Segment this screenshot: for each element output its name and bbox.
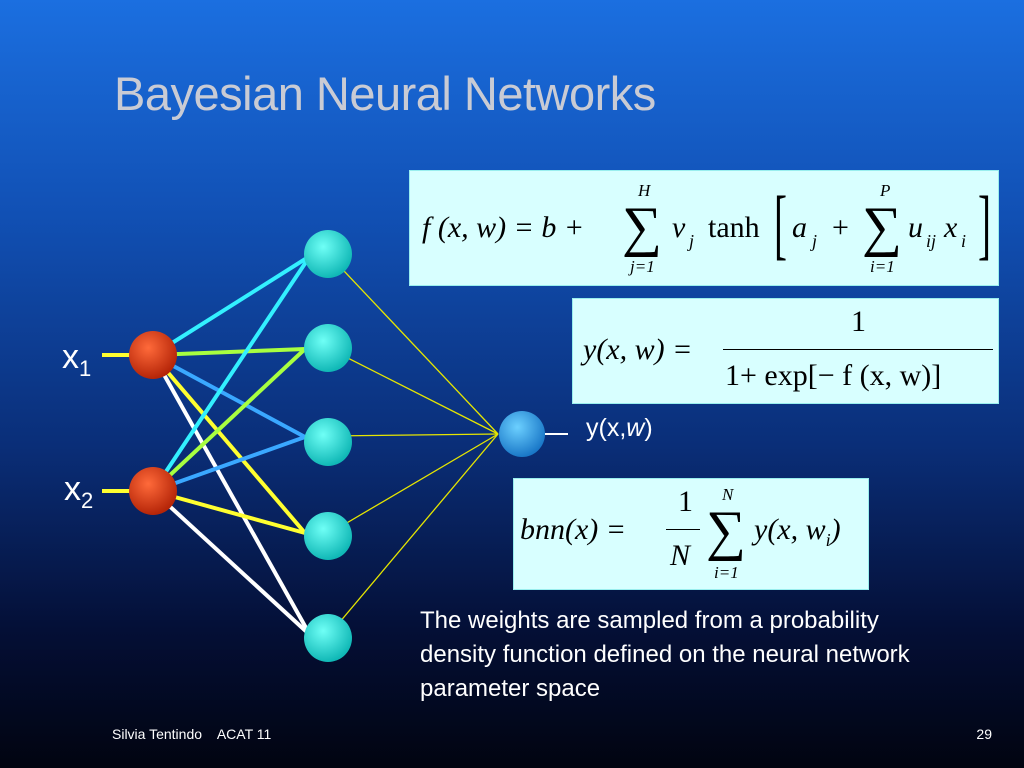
formula-bnn-sigma: ∑: [706, 500, 746, 562]
edge-h4-out: [327, 433, 499, 535]
input-node-x2: [129, 467, 177, 515]
footer-author-event: Silvia Tentindo ACAT 11: [112, 726, 271, 742]
formula-f-tanh: tanh: [708, 211, 760, 244]
edge-x2-h3: [152, 435, 306, 493]
formula-y-lhs: y(x, w) =: [583, 333, 693, 366]
formula-f-sum1-sigma: ∑: [622, 196, 662, 258]
hidden-node-4: [304, 512, 352, 560]
formula-f-u-sub: ij: [926, 231, 937, 251]
output-node: [499, 411, 545, 457]
formula-f-a-sub: j: [812, 231, 818, 251]
formula-y-denominator: 1+ exp[− f (x, w)]: [725, 359, 942, 392]
slide-number: 29: [976, 726, 992, 742]
formula-bnn-sum-top: N: [722, 485, 734, 504]
formula-f-x: x: [944, 211, 958, 244]
formula-y-box: y(x, w) = 1 1+ exp[− f (x, w)]: [572, 298, 999, 404]
formula-bnn-sum-bottom: i=1: [714, 563, 739, 582]
formula-f-sum1-bottom: j=1: [630, 257, 655, 276]
formula-y-fraction-bar: [723, 349, 993, 350]
formula-f-lhs: f (x, w) = b +: [422, 211, 585, 244]
hidden-node-3: [304, 418, 352, 466]
formula-bnn-denominator: N: [670, 539, 691, 572]
input-label-x2: x2: [64, 470, 94, 513]
edge-h3-out: [327, 433, 499, 437]
formula-f-box: f (x, w) = b + H ∑ j=1 v j tanh [ a j + …: [409, 170, 999, 286]
formula-f-plus: +: [832, 211, 849, 244]
edge-x2-h2: [151, 347, 307, 493]
formula-f-sum1-top: H: [638, 181, 651, 200]
formula-bnn-box: bnn(x) = 1 N N ∑ i=1 y(x, wi): [513, 478, 869, 590]
input-node-x1: [129, 331, 177, 379]
edge-x2-h5: [151, 489, 312, 637]
hidden-node-2: [304, 324, 352, 372]
output-label: y(x,w): [586, 414, 653, 442]
formula-bnn-fraction-bar: [666, 529, 700, 530]
formula-bnn-term: y(x, wi): [754, 513, 841, 550]
edge-h1-out: [327, 253, 499, 435]
formula-f-left-bracket: [: [774, 180, 787, 267]
formula-bnn-lhs: bnn(x) =: [520, 513, 627, 546]
formula-bnn-numerator: 1: [678, 485, 693, 518]
formula-f-sum2-top: P: [880, 181, 891, 200]
formula-y-numerator: 1: [851, 305, 866, 338]
edge-h2-out: [327, 347, 499, 435]
formula-f-a: a: [792, 211, 807, 244]
edge-h5-out: [327, 433, 499, 637]
formula-f-x-sub: i: [961, 231, 967, 251]
hidden-node-1: [304, 230, 352, 278]
edge-x1-h2: [152, 347, 306, 357]
formula-f-v: v: [672, 211, 686, 244]
edge-x1-h5: [151, 354, 312, 636]
edge-x2-h1: [151, 254, 312, 493]
formula-f-sum2-sigma: ∑: [862, 196, 902, 258]
formula-f-sum2-bottom: i=1: [870, 257, 895, 276]
input-label-x1: x1: [62, 338, 92, 381]
edge-x1-h1: [151, 254, 312, 357]
formula-f-u: u: [908, 211, 923, 244]
footer-author: Silvia Tentindo: [112, 726, 203, 742]
edge-x1-h3: [152, 353, 306, 439]
caption-text: The weights are sampled from a probabili…: [420, 607, 910, 702]
formula-f-v-sub: j: [689, 231, 695, 251]
slide-title: Bayesian Neural Networks: [114, 67, 656, 120]
edge-x1-h4: [151, 353, 307, 535]
edge-x2-h4: [152, 489, 306, 535]
footer-event: ACAT 11: [216, 726, 272, 742]
formula-f-right-bracket: ]: [978, 180, 991, 267]
hidden-node-5: [304, 614, 352, 662]
